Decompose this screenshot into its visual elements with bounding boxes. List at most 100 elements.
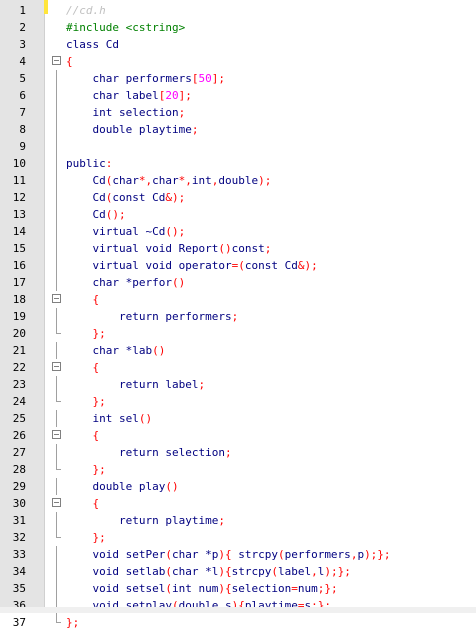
fold-toggle-icon[interactable]: [50, 427, 64, 444]
code-token: char: [66, 344, 119, 357]
code-token: //cd.h: [66, 4, 106, 17]
code-line[interactable]: 19 return performers;: [0, 308, 476, 325]
collapse-icon[interactable]: [52, 430, 61, 439]
code-token: ;: [218, 514, 225, 527]
code-line[interactable]: 15 virtual void Report()const;: [0, 240, 476, 257]
code-line[interactable]: 25 int sel(): [0, 410, 476, 427]
line-number: 22: [12, 361, 26, 374]
fold-guide: [50, 342, 64, 359]
code-line[interactable]: 17 char *perfor(): [0, 274, 476, 291]
code-text: };: [66, 529, 106, 546]
fold-toggle-icon[interactable]: [50, 53, 64, 70]
code-text: char *perfor(): [66, 274, 185, 291]
code-line[interactable]: 21 char *lab(): [0, 342, 476, 359]
code-line[interactable]: 32 };: [0, 529, 476, 546]
code-token: strcpy: [231, 548, 278, 561]
line-number: 20: [12, 327, 26, 340]
code-line[interactable]: 9: [0, 138, 476, 155]
code-token: *p: [198, 548, 219, 561]
code-text: void setsel(int num){selection=num;};: [66, 580, 337, 597]
code-token: };: [66, 531, 106, 544]
code-line[interactable]: 20 };: [0, 325, 476, 342]
collapse-icon[interactable]: [52, 362, 61, 371]
code-line[interactable]: 13 Cd();: [0, 206, 476, 223]
code-token: ,: [311, 565, 318, 578]
code-token: p: [357, 548, 365, 561]
code-line[interactable]: 27 return selection;: [0, 444, 476, 461]
line-number: 26: [12, 429, 26, 442]
code-token: (: [165, 565, 172, 578]
code-line[interactable]: 34 void setlab(char *l){strcpy(label,l);…: [0, 563, 476, 580]
fold-toggle-icon[interactable]: [50, 359, 64, 376]
code-line[interactable]: 14 virtual ~Cd();: [0, 223, 476, 240]
code-token: char: [66, 89, 119, 102]
code-token: (: [165, 582, 172, 595]
code-line[interactable]: 6 char label[20];: [0, 87, 476, 104]
collapse-icon[interactable]: [52, 56, 61, 65]
code-token: int: [66, 106, 113, 119]
code-token: const: [231, 242, 265, 255]
collapse-icon[interactable]: [52, 498, 61, 507]
code-line[interactable]: 24 };: [0, 393, 476, 410]
code-text: return playtime;: [66, 512, 225, 529]
code-line[interactable]: 37};: [0, 614, 476, 631]
code-token: char: [171, 548, 199, 561]
code-token: class: [66, 38, 100, 51]
code-token: Report: [171, 242, 219, 255]
code-line[interactable]: 22 {: [0, 359, 476, 376]
line-number: 31: [12, 514, 26, 527]
fold-toggle-icon[interactable]: [50, 291, 64, 308]
fold-margin[interactable]: [48, 0, 62, 613]
code-text: Cd();: [66, 206, 125, 223]
code-text: char *lab(): [66, 342, 165, 359]
fold-empty: [50, 19, 64, 36]
code-line[interactable]: 30 {: [0, 495, 476, 512]
code-token: };: [66, 616, 80, 629]
fold-guide-line: [56, 410, 57, 427]
code-line[interactable]: 29 double play(): [0, 478, 476, 495]
code-line[interactable]: 12 Cd(const Cd&);: [0, 189, 476, 206]
code-line[interactable]: 31 return playtime;: [0, 512, 476, 529]
code-line[interactable]: 33 void setPer(char *p){ strcpy(performe…: [0, 546, 476, 563]
fold-guide-line: [56, 580, 57, 597]
line-number: 17: [12, 276, 26, 289]
horizontal-scrollbar[interactable]: [0, 607, 476, 613]
fold-guide-line: [56, 240, 57, 257]
code-token: ){: [218, 548, 232, 561]
code-line[interactable]: 4{: [0, 53, 476, 70]
fold-guide-line: [56, 223, 57, 240]
code-token: ;: [231, 310, 239, 323]
code-token: label: [158, 378, 199, 391]
code-text: {: [66, 427, 99, 444]
code-token: [: [191, 72, 199, 85]
code-token: l: [317, 565, 325, 578]
fold-guide: [50, 121, 64, 138]
code-line[interactable]: 23 return label;: [0, 376, 476, 393]
code-line[interactable]: 1//cd.h: [0, 2, 476, 19]
code-token: *,: [178, 174, 192, 187]
code-line[interactable]: 35 void setsel(int num){selection=num;};: [0, 580, 476, 597]
code-token: (: [105, 174, 113, 187]
code-line[interactable]: 26 {: [0, 427, 476, 444]
code-line[interactable]: 7 int selection;: [0, 104, 476, 121]
fold-toggle-icon[interactable]: [50, 495, 64, 512]
fold-guide-line: [56, 104, 57, 121]
code-line[interactable]: 8 double playtime;: [0, 121, 476, 138]
code-line[interactable]: 16 virtual void operator=(const Cd&);: [0, 257, 476, 274]
code-token: (): [165, 480, 179, 493]
code-line[interactable]: 5 char performers[50];: [0, 70, 476, 87]
code-line[interactable]: 18 {: [0, 291, 476, 308]
fold-end: [50, 529, 64, 546]
code-line[interactable]: 2#include <cstring>: [0, 19, 476, 36]
fold-guide: [50, 563, 64, 580]
code-line[interactable]: 11 Cd(char*,char*,int,double);: [0, 172, 476, 189]
code-line[interactable]: 28 };: [0, 461, 476, 478]
collapse-icon[interactable]: [52, 294, 61, 303]
code-token: );};: [364, 548, 391, 561]
code-token: strcpy: [231, 565, 272, 578]
line-number: 6: [19, 89, 26, 102]
code-token: {: [66, 429, 100, 442]
